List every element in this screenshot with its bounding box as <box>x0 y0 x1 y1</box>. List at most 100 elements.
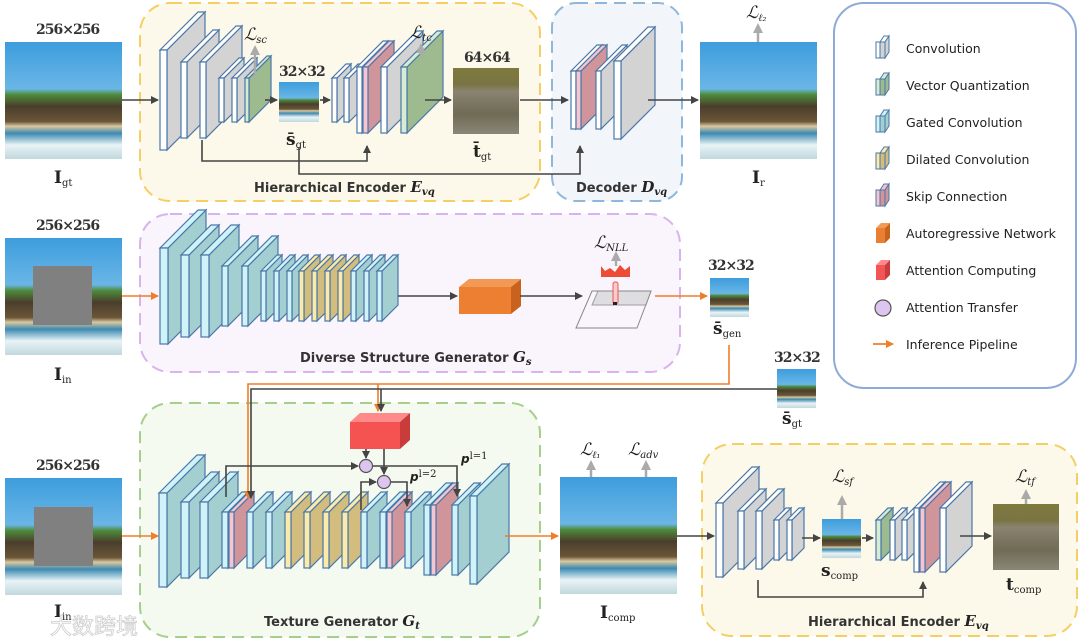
image-I-in-bottom: 256×256 Iin <box>5 458 122 623</box>
image-symbol: s̄gt <box>782 409 802 430</box>
autoregressive-network-block <box>459 279 521 314</box>
image-symbol: t̄gt <box>473 141 491 163</box>
attention-transfer-node-1 <box>358 458 374 474</box>
legend-item: Gated Convolution <box>875 108 1023 134</box>
loss-tf: ℒtf <box>1015 467 1037 504</box>
attention-label-p2: pl=2 <box>409 469 437 484</box>
image-s-comp: scomp <box>821 519 861 582</box>
svg-text:ℒNLL: ℒNLL <box>594 233 629 254</box>
image-size-label: 32×32 <box>708 258 754 274</box>
gated-convolution-icon <box>875 108 890 134</box>
image-I-in-mid: 256×256 Iin <box>5 218 122 386</box>
legend-label: Convolution <box>906 41 981 56</box>
legend-label: Dilated Convolution <box>906 152 1029 167</box>
loss-tc: ℒtc <box>410 23 432 55</box>
legend-item: Attention Transfer <box>874 299 1019 317</box>
image-I-r: Ir <box>700 42 817 189</box>
layer-gated <box>375 253 400 323</box>
attention-computing-block <box>350 413 410 449</box>
structure-generator-title: Diverse Structure Generator Gs <box>300 348 532 368</box>
layer-conv <box>938 480 974 574</box>
structure-image <box>822 519 861 558</box>
image-size-label: 256×256 <box>36 22 99 38</box>
svg-text:ℒtf: ℒtf <box>1015 467 1037 488</box>
legend-label: Attention Computing <box>906 263 1036 278</box>
image-symbol: Igt <box>54 168 72 189</box>
legend-item: Autoregressive Network <box>876 223 1057 243</box>
legend-item: Convolution <box>875 34 981 60</box>
autoregressive-network-icon <box>876 223 890 243</box>
image-s-gt-top: 32×32 s̄gt <box>279 64 326 151</box>
mask-region <box>33 266 92 325</box>
connectors <box>122 96 992 598</box>
legend-item: Vector Quantization <box>875 71 1030 97</box>
loss-sc: ℒsc <box>244 25 267 76</box>
probability-grid <box>575 265 652 329</box>
image-symbol: Iin <box>54 602 72 623</box>
svg-text:ℒℓ₁: ℒℓ₁ <box>580 440 600 461</box>
image-t-comp: tcomp <box>993 504 1059 596</box>
svg-text:ℒsf: ℒsf <box>832 467 855 488</box>
loss-sf: ℒsf <box>832 467 855 519</box>
beach-image <box>5 42 122 159</box>
texture-image <box>993 504 1059 570</box>
image-symbol: Icomp <box>600 603 635 624</box>
encoder-bottom-title: Hierarchical Encoder Evq <box>808 612 989 632</box>
mask-region <box>34 507 93 566</box>
legend-label: Skip Connection <box>906 189 1007 204</box>
attention-label-p1: pl=1 <box>460 451 488 466</box>
image-size-label: 256×256 <box>36 458 99 474</box>
loss-adv: ℒadv <box>628 440 659 477</box>
structure-image <box>279 82 319 122</box>
completed-image <box>560 477 677 594</box>
loss-nll: ℒNLL <box>594 233 629 266</box>
layer-conv <box>772 506 793 562</box>
svg-text:ℒsc: ℒsc <box>244 25 267 46</box>
image-symbol: Ir <box>752 168 765 189</box>
image-symbol: Iin <box>54 365 72 386</box>
image-symbol: scomp <box>821 561 858 582</box>
image-size-label: 32×32 <box>279 64 325 80</box>
svg-text:ℒadv: ℒadv <box>628 440 659 461</box>
image-t-gt: 64×64 t̄gt <box>453 50 519 163</box>
layer-conv <box>785 506 806 562</box>
svg-text:ℒtc: ℒtc <box>410 23 432 44</box>
legend-label: Gated Convolution <box>906 115 1023 130</box>
reconstructed-image <box>700 42 817 159</box>
image-I-gt: 256×256 Igt <box>5 22 122 189</box>
image-s-gt-mid: 32×32 s̄gt <box>774 350 821 430</box>
svg-text:ℒℓ₂: ℒℓ₂ <box>746 3 766 24</box>
legend-label: Inference Pipeline <box>906 337 1018 352</box>
structure-image <box>777 369 816 408</box>
attention-computing-icon <box>876 260 890 280</box>
legend-item: Dilated Convolution <box>875 145 1029 171</box>
image-symbol: tcomp <box>1006 575 1041 596</box>
decoder-title: Decoder Dvq <box>576 178 667 198</box>
layer-conv <box>612 25 657 141</box>
layer-gated <box>468 462 511 586</box>
attention-transfer-icon <box>874 299 892 317</box>
image-symbol: s̄gen <box>713 319 742 340</box>
image-I-comp: Icomp <box>560 477 677 624</box>
texture-generator-title: Texture Generator Gt <box>264 612 420 632</box>
texture-image <box>453 68 519 134</box>
legend-box <box>833 2 1077 389</box>
layer-stack <box>157 10 974 589</box>
image-s-gen: 32×32 s̄gen <box>708 258 755 340</box>
convolution-icon <box>875 34 890 60</box>
skip-connection-icon <box>875 182 890 208</box>
image-size-label: 64×64 <box>464 50 511 66</box>
loss-l1: ℒℓ₁ <box>580 440 600 477</box>
dilated-convolution-icon <box>875 145 890 171</box>
legend-label: Autoregressive Network <box>906 226 1057 241</box>
legend: Convolution Vector Quantization Gated Co… <box>873 34 1057 352</box>
vector-quantization-icon <box>875 71 890 97</box>
legend-item: Attention Computing <box>876 260 1036 280</box>
encoder-top-title: Hierarchical Encoder Evq <box>254 178 435 198</box>
image-size-label: 256×256 <box>36 218 99 234</box>
attention-transfer-node-2 <box>376 474 392 490</box>
legend-item: Skip Connection <box>875 182 1007 208</box>
watermark: 大数跨境 <box>50 615 138 640</box>
generated-structure-image <box>710 278 749 317</box>
loss-l2: ℒℓ₂ <box>746 3 766 42</box>
